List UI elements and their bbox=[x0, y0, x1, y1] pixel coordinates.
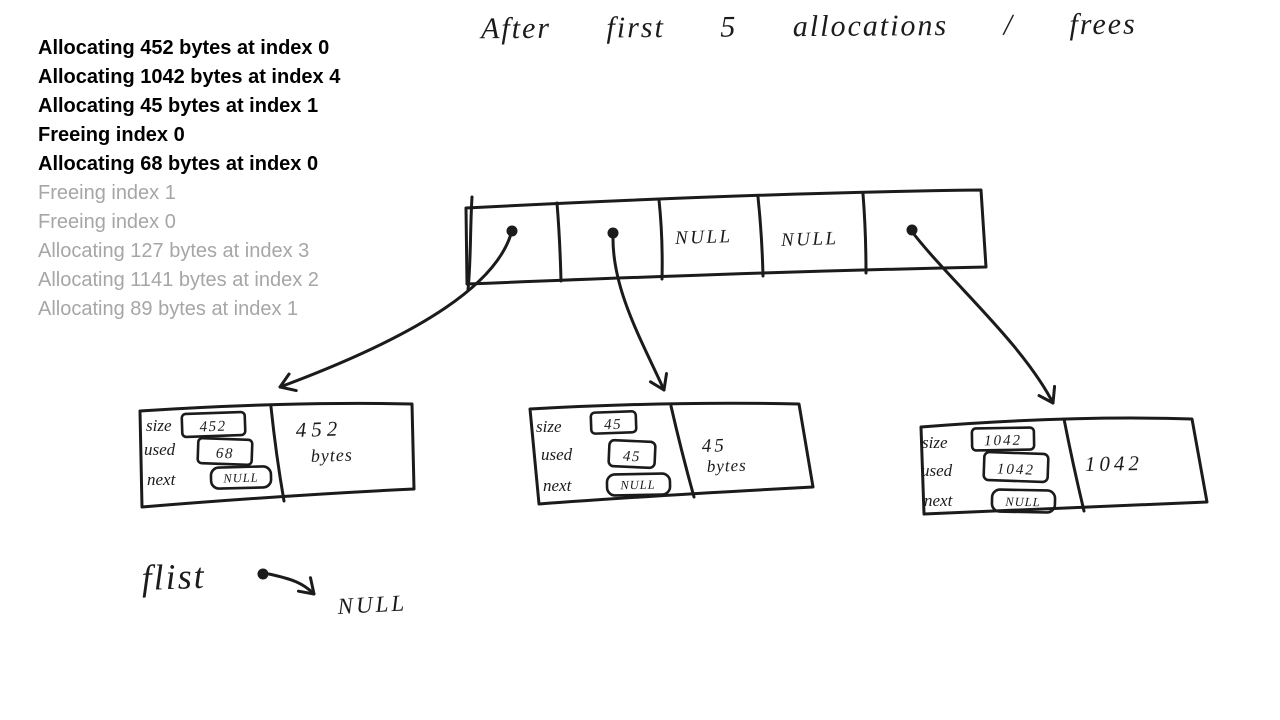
log-line-3: Freeing index 0 bbox=[38, 124, 185, 146]
block0-next-value: NULL bbox=[222, 471, 259, 486]
array-cell3-null-label: NULL bbox=[780, 228, 839, 251]
block0-size-value: 452 bbox=[199, 419, 227, 436]
block1-next-label: next bbox=[543, 476, 573, 495]
block0-size-label: size bbox=[146, 416, 172, 435]
block0-divider bbox=[269, 405, 286, 503]
log-line-4: Allocating 68 bytes at index 0 bbox=[38, 153, 319, 175]
block0-used-value: 68 bbox=[216, 446, 235, 463]
block1-divider bbox=[669, 404, 696, 499]
flist-label: flist bbox=[141, 556, 206, 598]
log-line-8: Allocating 1141 bytes at index 2 bbox=[38, 269, 319, 291]
log-line-0: Allocating 452 bytes at index 0 bbox=[38, 37, 330, 59]
log-line-5: Freeing index 1 bbox=[38, 182, 176, 204]
block2-next-value-box bbox=[990, 488, 1057, 514]
block0-outline bbox=[138, 401, 416, 509]
memory-block-1: size 45 used 45 next NULL 45 bytes bbox=[528, 401, 815, 506]
array-cell2-null-label: NULL bbox=[674, 226, 733, 249]
flist-dot bbox=[257, 568, 269, 580]
block0-used-label: used bbox=[144, 440, 176, 459]
free-list: flist NULL bbox=[141, 556, 408, 619]
block0-next-value-box bbox=[209, 465, 273, 490]
array-cell0-pointer-dot bbox=[506, 225, 518, 237]
log-line-6: Freeing index 0 bbox=[38, 211, 176, 233]
block2-outline bbox=[919, 416, 1209, 516]
block2-used-label: used bbox=[921, 461, 953, 480]
flist-arrow bbox=[267, 572, 316, 596]
log-line-1: Allocating 1042 bytes at index 4 bbox=[38, 66, 341, 88]
block2-size-value: 1042 bbox=[984, 433, 1022, 450]
block2-used-value: 1042 bbox=[997, 461, 1036, 478]
block1-outline bbox=[528, 401, 815, 506]
block0-body-unit: bytes bbox=[310, 445, 353, 466]
block1-next-value: NULL bbox=[619, 478, 656, 493]
block0-body-size: 452 bbox=[295, 416, 342, 442]
arrow-cell4-to-block2 bbox=[911, 231, 1057, 405]
block1-used-value: 45 bbox=[623, 449, 642, 466]
array-divider-1 bbox=[555, 201, 563, 283]
block2-size-value-box bbox=[970, 426, 1036, 452]
block2-next-value: NULL bbox=[1004, 495, 1041, 510]
block1-body-unit: bytes bbox=[706, 456, 747, 476]
block2-size-label: size bbox=[922, 433, 948, 452]
memory-block-2: size 1042 used 1042 next NULL 1042 bbox=[919, 416, 1209, 516]
block1-size-value-box bbox=[589, 410, 638, 435]
array-left-overshoot-stroke bbox=[466, 195, 474, 292]
arrow-cell1-to-block1 bbox=[611, 234, 669, 392]
block1-body-size: 45 bbox=[701, 435, 727, 457]
log-line-9: Allocating 89 bytes at index 1 bbox=[38, 298, 299, 320]
allocation-log: Allocating 452 bytes at index 0 Allocati… bbox=[38, 34, 340, 324]
block1-used-value-box bbox=[607, 438, 657, 470]
log-line-7: Allocating 127 bytes at index 3 bbox=[38, 240, 310, 262]
array-cell1-pointer-dot bbox=[607, 227, 619, 239]
block1-size-label: size bbox=[536, 417, 562, 436]
block2-body-size: 1042 bbox=[1085, 451, 1143, 476]
array-divider-2 bbox=[657, 198, 664, 281]
array-divider-4 bbox=[861, 192, 868, 275]
block1-size-value: 45 bbox=[604, 417, 623, 434]
block2-used-value-box bbox=[982, 450, 1050, 484]
pointer-array: NULL NULL bbox=[464, 188, 988, 292]
block0-used-value-box bbox=[196, 436, 254, 467]
array-outline bbox=[464, 188, 988, 286]
block0-next-label: next bbox=[147, 470, 177, 489]
arrow-cell0-to-block0 bbox=[278, 232, 513, 393]
block0-size-value-box bbox=[180, 410, 247, 439]
array-divider-3 bbox=[756, 195, 765, 278]
block2-next-label: next bbox=[924, 491, 954, 510]
flist-null-label: NULL bbox=[336, 590, 408, 619]
memory-block-0: size 452 used 68 next NULL 452 bytes bbox=[138, 401, 416, 509]
array-cell4-pointer-dot bbox=[906, 224, 918, 236]
block1-used-label: used bbox=[541, 445, 573, 464]
log-line-2: Allocating 45 bytes at index 1 bbox=[38, 95, 319, 117]
block1-next-value-box bbox=[605, 472, 672, 497]
block2-divider bbox=[1062, 417, 1086, 513]
